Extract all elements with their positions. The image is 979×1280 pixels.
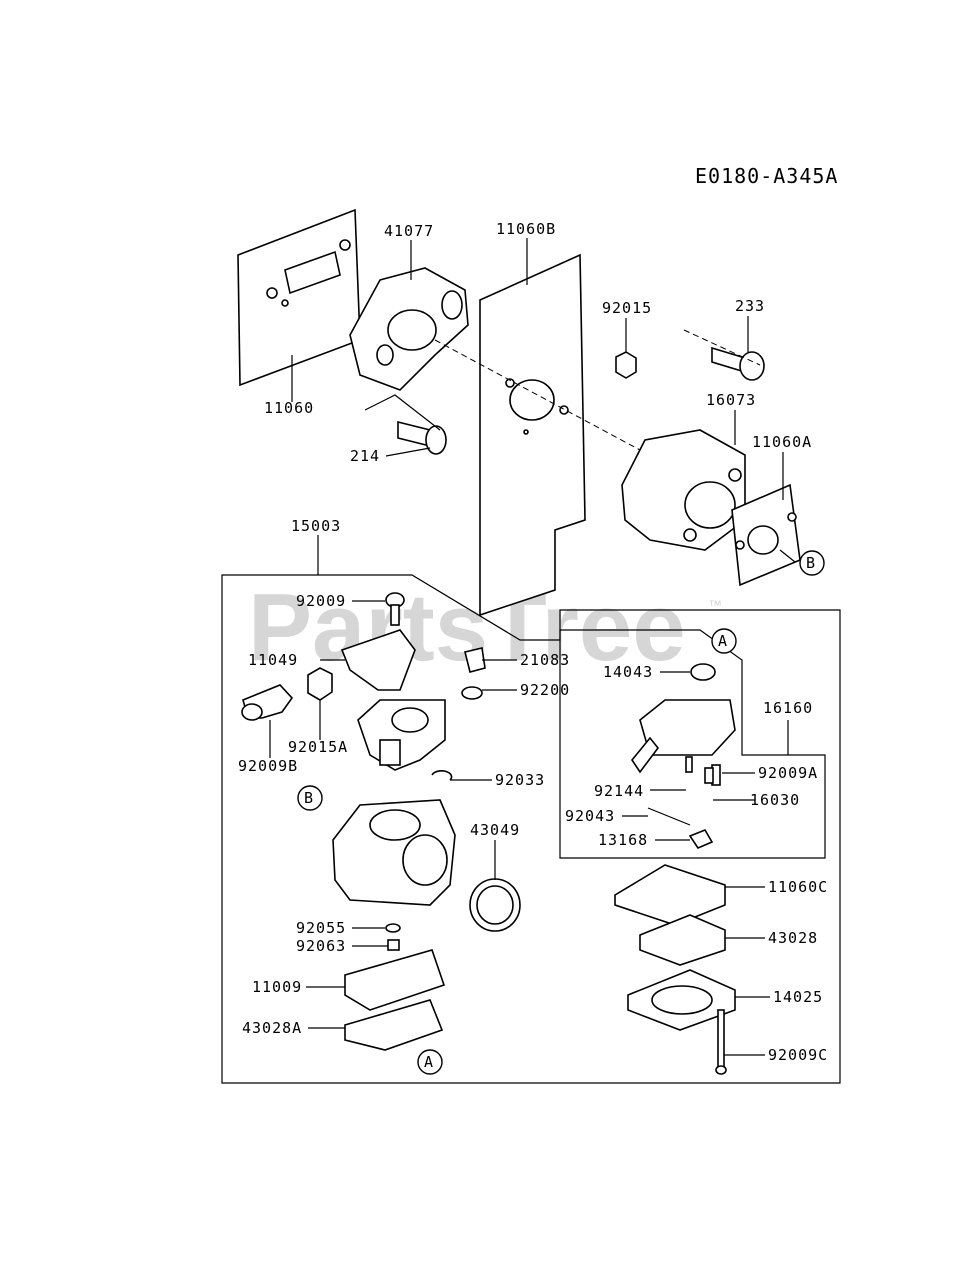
part-label: 11060 xyxy=(264,399,314,417)
watermark: PartsTree xyxy=(248,574,686,681)
carb-main-body xyxy=(332,799,456,906)
screw-92009C xyxy=(715,1009,727,1075)
part-label: 92009 xyxy=(296,592,346,610)
part-label: 11009 xyxy=(252,978,302,996)
part-label: 92015A xyxy=(288,738,348,756)
svg-text:B: B xyxy=(806,554,816,572)
pin-16030 xyxy=(704,767,714,784)
part-label: 11060B xyxy=(496,220,556,238)
part-label: 92063 xyxy=(296,937,346,955)
leader-line xyxy=(779,549,796,563)
gasket-11060C xyxy=(614,864,726,926)
plug-92063 xyxy=(387,939,400,951)
part-label: 92015 xyxy=(602,299,652,317)
ref-marker-b: B xyxy=(799,550,825,576)
heat-shield-11060B xyxy=(479,253,586,617)
part-label: 92033 xyxy=(495,771,545,789)
oring-92055 xyxy=(385,923,401,933)
insulator-41077 xyxy=(349,267,469,391)
diagram-code: E0180-A345A xyxy=(695,164,838,188)
part-label: 14043 xyxy=(603,663,653,681)
part-label: 16160 xyxy=(763,699,813,717)
gasket-11060A xyxy=(731,483,801,587)
alignment-line xyxy=(364,394,441,431)
gasket-43049 xyxy=(469,878,521,932)
svg-text:B: B xyxy=(304,789,314,807)
part-label: 21083 xyxy=(520,651,570,669)
ref-marker-a: A xyxy=(417,1049,443,1075)
part-label: 43028 xyxy=(768,929,818,947)
svg-text:A: A xyxy=(424,1053,434,1071)
spring-92144 xyxy=(685,756,693,773)
part-label: 92009A xyxy=(758,764,818,782)
clip-92033 xyxy=(431,770,453,781)
valve-21083 xyxy=(464,647,486,673)
alignment-line xyxy=(434,339,641,451)
lever-13168 xyxy=(688,829,714,849)
gasket-11009 xyxy=(344,949,446,1011)
ref-marker-b: B xyxy=(297,785,323,811)
bolt-214 xyxy=(397,420,447,455)
bolt-233 xyxy=(711,346,765,381)
screw-92009 xyxy=(385,592,405,626)
part-label: 92009C xyxy=(768,1046,828,1064)
part-label: 16073 xyxy=(706,391,756,409)
part-label: 43028A xyxy=(242,1019,302,1037)
gasket-11060 xyxy=(237,208,361,387)
fitting-92009B xyxy=(241,684,294,721)
pump-body xyxy=(631,699,736,774)
leader-line xyxy=(385,447,431,457)
alignment-line xyxy=(683,329,761,366)
part-label: 43049 xyxy=(470,821,520,839)
nut-92015A xyxy=(307,667,333,701)
part-label: 233 xyxy=(735,297,765,315)
part-label: 92200 xyxy=(520,681,570,699)
part-label: 92055 xyxy=(296,919,346,937)
part-label: 41077 xyxy=(384,222,434,240)
part-label: 11060A xyxy=(752,433,812,451)
cap-14043 xyxy=(690,663,716,681)
part-label: 13168 xyxy=(598,831,648,849)
pin-92043 xyxy=(647,807,691,826)
adapter-16073 xyxy=(621,429,746,551)
diaphragm-43028A xyxy=(344,999,444,1051)
assembly-frame xyxy=(221,574,841,1084)
lever-11049 xyxy=(340,629,416,691)
fuel-pump-frame xyxy=(559,629,826,859)
part-label: 92009B xyxy=(238,757,298,775)
svg-text:A: A xyxy=(718,632,728,650)
part-label: 92043 xyxy=(565,807,615,825)
carb-upper-body xyxy=(357,699,446,771)
watermark-tm: ™ xyxy=(708,597,722,613)
part-label: 16030 xyxy=(750,791,800,809)
part-label: 15003 xyxy=(291,517,341,535)
part-label: 14025 xyxy=(773,988,823,1006)
part-label: 214 xyxy=(350,447,380,465)
washer-92200 xyxy=(461,686,483,700)
part-label: 11060C xyxy=(768,878,828,896)
part-label: 92144 xyxy=(594,782,644,800)
part-label: 11049 xyxy=(248,651,298,669)
ref-marker-a: A xyxy=(711,628,737,654)
nut-92015 xyxy=(615,351,637,379)
cover-14025 xyxy=(627,969,736,1031)
diaphragm-43028 xyxy=(639,914,726,966)
